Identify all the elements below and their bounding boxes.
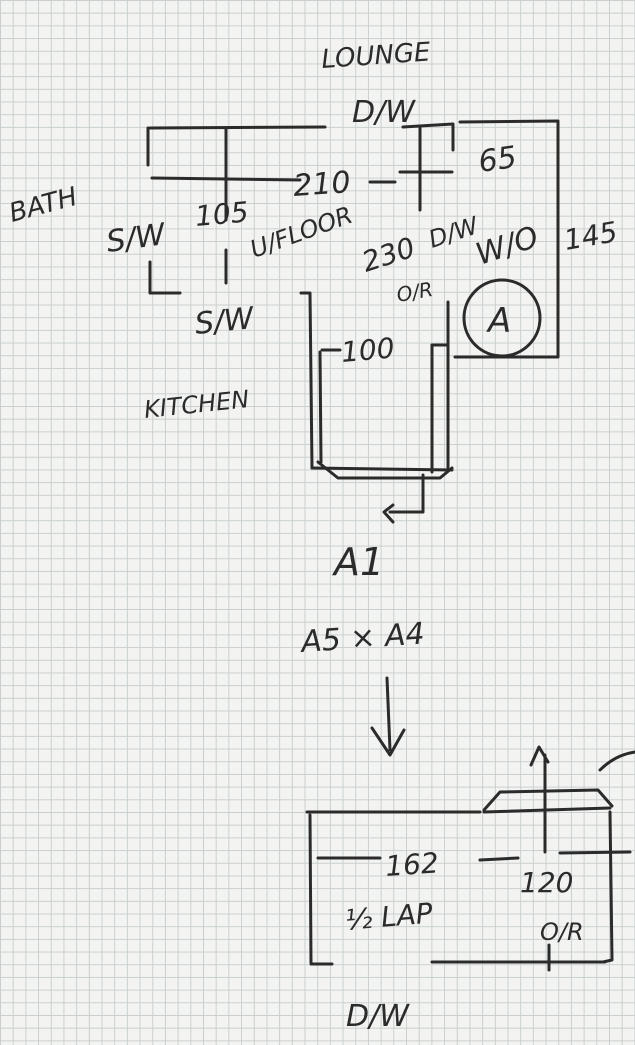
flow-arrow-head — [382, 503, 395, 524]
label-half-lap: ½ LAP — [344, 896, 434, 937]
label-marker-a: A — [486, 301, 511, 341]
labels: LOUNGE D/W BATH S/W 105 210 65 145 U/FLO… — [6, 37, 620, 1034]
label-size: A5 × A4 — [298, 616, 426, 660]
edge-curve — [598, 750, 635, 772]
dim-210-line — [150, 176, 302, 182]
upper-plan — [146, 119, 560, 524]
down-arrow — [370, 676, 406, 757]
lower-top-wall-right — [482, 806, 612, 814]
bath-left-wall-bottom — [148, 260, 182, 295]
lounge-door-frame — [401, 122, 455, 152]
top-wall — [148, 125, 327, 130]
label-dim-120: 120 — [520, 866, 573, 899]
label-op-upper: O/R — [395, 277, 435, 307]
label-lounge: LOUNGE — [320, 37, 432, 75]
label-op-lower: O/R — [540, 918, 584, 946]
label-sw-lower: S/W — [193, 301, 256, 342]
label-bath-sw: S/W — [104, 217, 168, 260]
label-dim-100: 100 — [340, 331, 396, 369]
label-bath: BATH — [6, 182, 81, 229]
label-bottom-dw: D/W — [346, 999, 410, 1034]
down-arrow-shaft — [385, 676, 392, 752]
lower-right-wall — [601, 810, 614, 964]
kitchen-left-wall — [299, 291, 314, 470]
lower-bump — [482, 788, 614, 812]
kitchen-bottom-chamfer — [316, 460, 454, 480]
label-wo: W/O — [472, 220, 543, 273]
label-dim-105: 105 — [194, 195, 250, 233]
label-lounge-door: D/W — [352, 95, 416, 130]
up-arrow-head — [529, 745, 550, 767]
label-u-floor: U/FLOOR — [246, 201, 356, 264]
marker-a-circle — [462, 278, 542, 358]
label-dim-210: 210 — [292, 165, 352, 204]
label-dim-230: 230 — [358, 231, 419, 279]
label-dim-145: 145 — [561, 215, 619, 257]
kitchen-bottom — [310, 466, 454, 472]
flow-line-down — [388, 473, 425, 514]
kitchen-inner-left-wall — [318, 350, 323, 464]
lower-right-dim — [558, 850, 632, 855]
label-kitchen: KITCHEN — [143, 385, 251, 424]
label-dim-65: 65 — [476, 140, 519, 180]
label-dim-162: 162 — [384, 846, 440, 883]
label-a1: A1 — [331, 540, 384, 584]
dim-162-line-right — [478, 856, 520, 862]
down-arrow-head — [370, 726, 406, 757]
lower-plan — [305, 745, 635, 972]
lower-left-wall — [308, 813, 334, 966]
